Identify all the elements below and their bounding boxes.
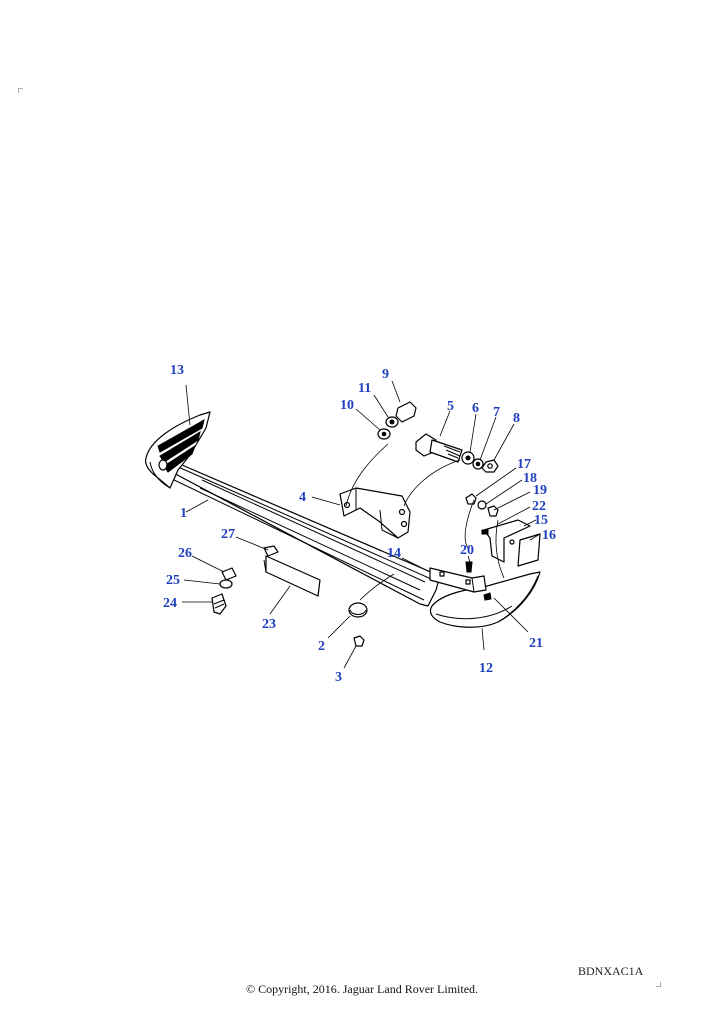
callout-20: 20 [460, 543, 474, 558]
callout-22: 22 [532, 499, 546, 514]
copyright-notice: © Copyright, 2016. Jaguar Land Rover Lim… [245, 982, 479, 996]
callout-10: 10 [340, 398, 354, 413]
plate-fasteners [211, 567, 237, 615]
callout-25: 25 [166, 573, 180, 588]
number-plate-bracket [263, 545, 321, 597]
callout-21: 21 [529, 636, 543, 651]
callout-7: 7 [493, 405, 500, 420]
callout-23: 23 [262, 617, 276, 632]
side-clip-bracket [481, 519, 541, 567]
callout-16: 16 [542, 528, 556, 543]
callout-1: 1 [180, 506, 187, 521]
corner-mark-top-left [18, 88, 23, 93]
callout-2: 2 [318, 639, 325, 654]
callout-labels: 1 2 3 4 5 6 7 8 9 10 11 12 13 14 15 16 1… [163, 363, 556, 685]
callout-19: 19 [533, 483, 547, 498]
bolt-and-washers-upper [377, 401, 417, 440]
left-end-cap [145, 411, 211, 489]
callout-18: 18 [523, 471, 537, 486]
callout-3: 3 [335, 670, 342, 685]
left-mounting-bracket [339, 487, 411, 539]
callout-9: 9 [382, 367, 389, 382]
callout-11: 11 [358, 381, 371, 396]
callout-13: 13 [170, 363, 184, 378]
callout-8: 8 [513, 411, 520, 426]
callout-6: 6 [472, 401, 479, 416]
corner-mark-bottom-right [656, 982, 661, 987]
callout-15: 15 [534, 513, 548, 528]
diagram-code: BDNXAC1A [578, 964, 644, 978]
callout-5: 5 [447, 399, 454, 414]
leader-lines [182, 380, 541, 669]
callout-4: 4 [299, 490, 306, 505]
callout-12: 12 [479, 661, 493, 676]
screw-20 [465, 561, 473, 573]
callout-14: 14 [387, 546, 401, 561]
callout-26: 26 [178, 546, 192, 561]
plug-and-nut [348, 602, 368, 647]
callout-17: 17 [517, 457, 531, 472]
small-fasteners-right [465, 493, 499, 517]
callout-27: 27 [221, 527, 235, 542]
long-bolt-assembly [415, 433, 499, 473]
callout-24: 24 [163, 596, 177, 611]
right-mounting-bracket [429, 567, 487, 593]
